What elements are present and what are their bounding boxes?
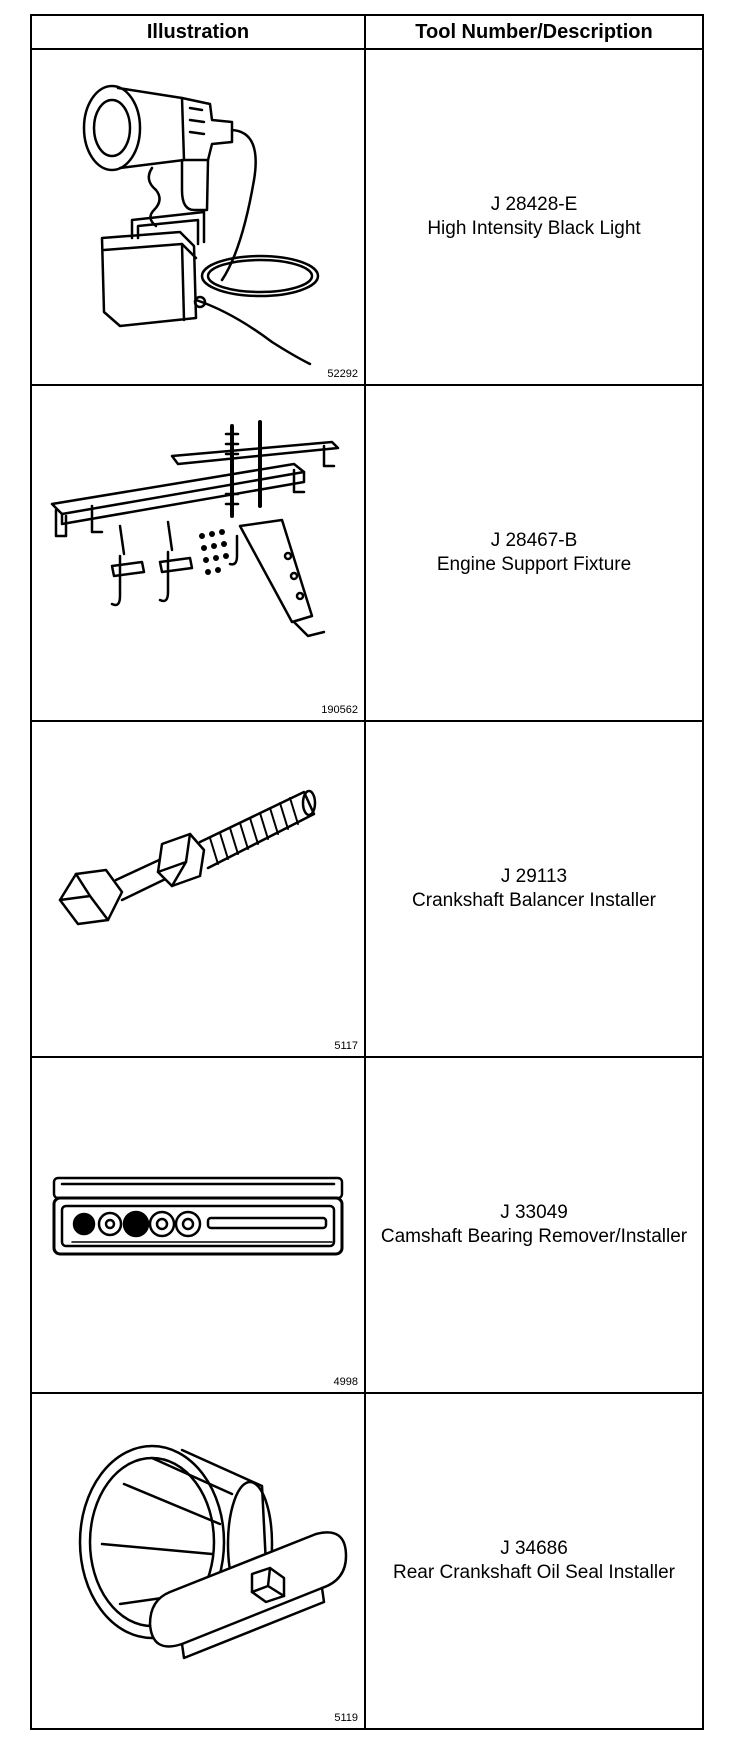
illustration-cell: 190562 [30, 384, 366, 722]
figure-number: 190562 [321, 704, 358, 716]
illustration-cell: 4998 [30, 1056, 366, 1394]
balancer-installer-icon [58, 789, 317, 926]
tool-number: J 34686 [500, 1538, 568, 1559]
tool-table: Illustration Tool Number/Description [30, 14, 704, 1730]
description-cell: J 33049 Camshaft Bearing Remover/Install… [364, 1056, 704, 1394]
table-row: 52292 J 28428-E High Intensity Black Lig… [30, 48, 704, 386]
header-illustration: Illustration [30, 14, 366, 50]
figure-number: 4998 [333, 1376, 358, 1388]
black-light-icon [82, 84, 320, 366]
tool-number: J 28467-B [490, 530, 578, 551]
description-cell: J 34686 Rear Crankshaft Oil Seal Install… [364, 1392, 704, 1730]
illustration-cell: 5117 [30, 720, 366, 1058]
illustration-cell: 52292 [30, 48, 366, 386]
tool-description: High Intensity Black Light [427, 218, 641, 239]
tool-description: Rear Crankshaft Oil Seal Installer [393, 1562, 675, 1583]
table-header-row: Illustration Tool Number/Description [30, 14, 704, 50]
description-cell: J 29113 Crankshaft Balancer Installer [364, 720, 704, 1058]
bearing-tool-kit-icon [52, 1176, 344, 1256]
header-tool-description: Tool Number/Description [364, 14, 704, 50]
figure-number: 5119 [334, 1712, 358, 1724]
description-cell: J 28428-E High Intensity Black Light [364, 48, 704, 386]
tool-number: J 28428-E [490, 194, 578, 215]
tool-number: J 33049 [500, 1202, 568, 1223]
engine-support-fixture-icon [50, 420, 340, 638]
tool-number: J 29113 [500, 866, 568, 887]
oil-seal-installer-icon [78, 1444, 348, 1660]
description-cell: J 28467-B Engine Support Fixture [364, 384, 704, 722]
figure-number: 52292 [327, 368, 358, 380]
tool-description: Crankshaft Balancer Installer [412, 890, 656, 911]
table-row: 5117 J 29113 Crankshaft Balancer Install… [30, 720, 704, 1058]
table-row: 5119 J 34686 Rear Crankshaft Oil Seal In… [30, 1392, 704, 1730]
figure-number: 5117 [334, 1040, 358, 1052]
illustration-cell: 5119 [30, 1392, 366, 1730]
table-row: 190562 J 28467-B Engine Support Fixture [30, 384, 704, 722]
tool-description: Camshaft Bearing Remover/Installer [380, 1226, 688, 1247]
tool-description: Engine Support Fixture [436, 554, 632, 575]
table-row: 4998 J 33049 Camshaft Bearing Remover/In… [30, 1056, 704, 1394]
